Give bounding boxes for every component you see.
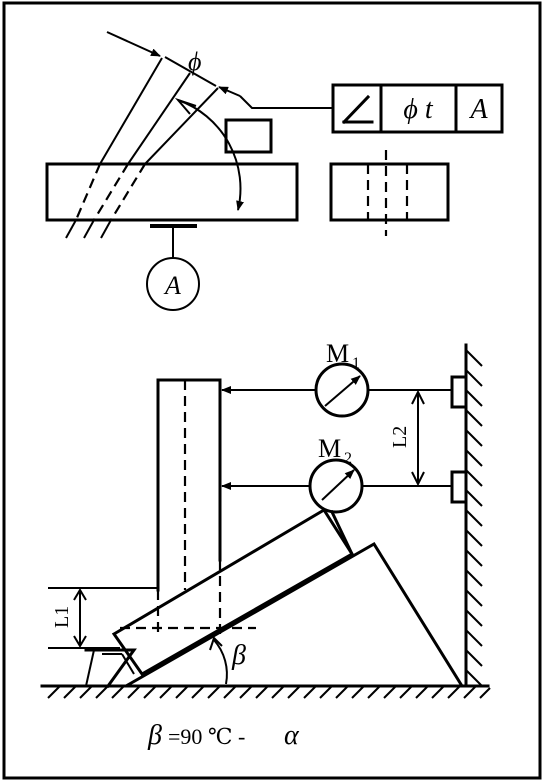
beta-arc (213, 639, 228, 685)
datum-letter: A (163, 271, 181, 300)
wall-hatch (465, 349, 483, 687)
gauge-m2-label: M (318, 434, 341, 463)
side-view (329, 150, 450, 236)
beta-formula: β =90 ℃ - α (147, 720, 300, 751)
angle-arc-start-tick (174, 97, 197, 115)
gauge-bracket-1 (450, 375, 468, 409)
v-block-support (84, 648, 137, 689)
side-view-block (329, 162, 450, 222)
dimension-l2: L2 (389, 389, 425, 487)
formula-beta: β (147, 720, 162, 751)
formula-alpha: α (284, 720, 300, 751)
workpiece-plate (45, 162, 299, 222)
leader-line (239, 95, 333, 109)
phi-arrow-left (106, 31, 161, 57)
datum-circle (146, 257, 200, 311)
tolerance-box-small (224, 118, 273, 154)
tolerance-value: ϕ t (403, 94, 433, 125)
angle-block-outline (120, 541, 465, 688)
dimension-l1: L1 (48, 587, 158, 649)
tolerance-frame-border (331, 83, 504, 134)
dimension-l1-label: L1 (51, 606, 73, 628)
gauge-m1-subscript: 1 (352, 355, 360, 372)
phi-arrow-right (218, 86, 241, 97)
formula-middle: =90 ℃ - (168, 724, 245, 749)
vertical-workpiece (120, 378, 256, 636)
gauge-m2-subscript: 2 (344, 450, 352, 467)
gauge-m1-label: M (326, 339, 349, 368)
inclined-block (111, 507, 465, 688)
inclined-plate (111, 507, 355, 676)
angularity-symbol-icon (341, 94, 374, 125)
phi-dim-line (164, 56, 217, 87)
gauge-bracket-2 (450, 470, 468, 504)
beta-label: β (231, 640, 246, 671)
top-view: ϕ A (45, 31, 333, 311)
gauge-m1: M 1 (221, 339, 452, 418)
bottom-view: M 1 M 2 L2 (40, 339, 491, 751)
tolerance-frame: ϕ t A (331, 83, 504, 134)
beta-angle: β (209, 636, 246, 685)
dial-indicator-m1-icon (314, 362, 370, 418)
inclined-hole (65, 57, 219, 239)
tolerance-datum: A (468, 94, 488, 125)
angle-arc (177, 99, 244, 211)
gauge-m2: M 2 (221, 434, 452, 556)
phi-label: ϕ (188, 47, 201, 76)
ground-hatch (47, 685, 491, 699)
dimension-l2-label: L2 (389, 426, 411, 448)
